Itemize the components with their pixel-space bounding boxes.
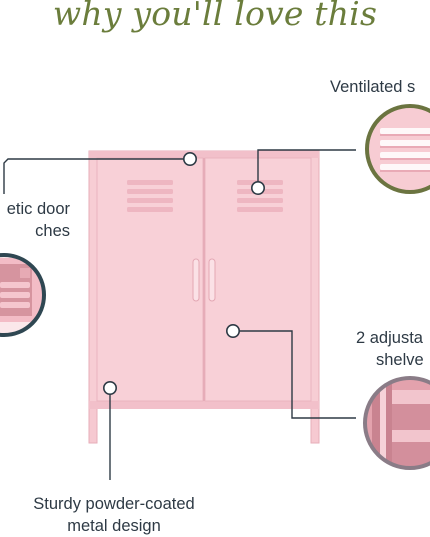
callout-lines [3, 149, 356, 480]
callout-dots [103, 152, 266, 395]
callout-ventilated: Ventilated s [330, 76, 415, 98]
ventilated-zoom [365, 104, 430, 194]
magnetic-latch-zoom [0, 253, 46, 337]
callout-sturdy-line2: metal design [67, 517, 161, 535]
callout-shelves: 2 adjusta shelve [356, 327, 424, 371]
callout-shelves-line2: shelve [376, 351, 424, 369]
callout-magnetic: etic door ches [0, 198, 70, 242]
left-door-vents [127, 180, 173, 212]
callout-ventilated-text: Ventilated s [330, 78, 416, 96]
callout-shelves-line1: 2 adjusta [356, 329, 423, 347]
left-door [96, 157, 204, 402]
left-door-handle [192, 258, 200, 302]
shelves-zoom [363, 376, 430, 470]
cabinet-top-rim [89, 151, 319, 158]
callout-sturdy-line1: Sturdy powder-coated [33, 495, 195, 513]
cabinet-leg-right [310, 404, 320, 444]
headline: why you'll love this [52, 0, 378, 33]
right-door-handle [208, 258, 216, 302]
callout-sturdy: Sturdy powder-coated metal design [0, 493, 228, 537]
cabinet-leg-left [88, 404, 98, 444]
cabinet-bottom-rim [89, 401, 319, 409]
callout-magnetic-line2: ches [35, 222, 70, 240]
callout-magnetic-line1: etic door [6, 200, 70, 218]
